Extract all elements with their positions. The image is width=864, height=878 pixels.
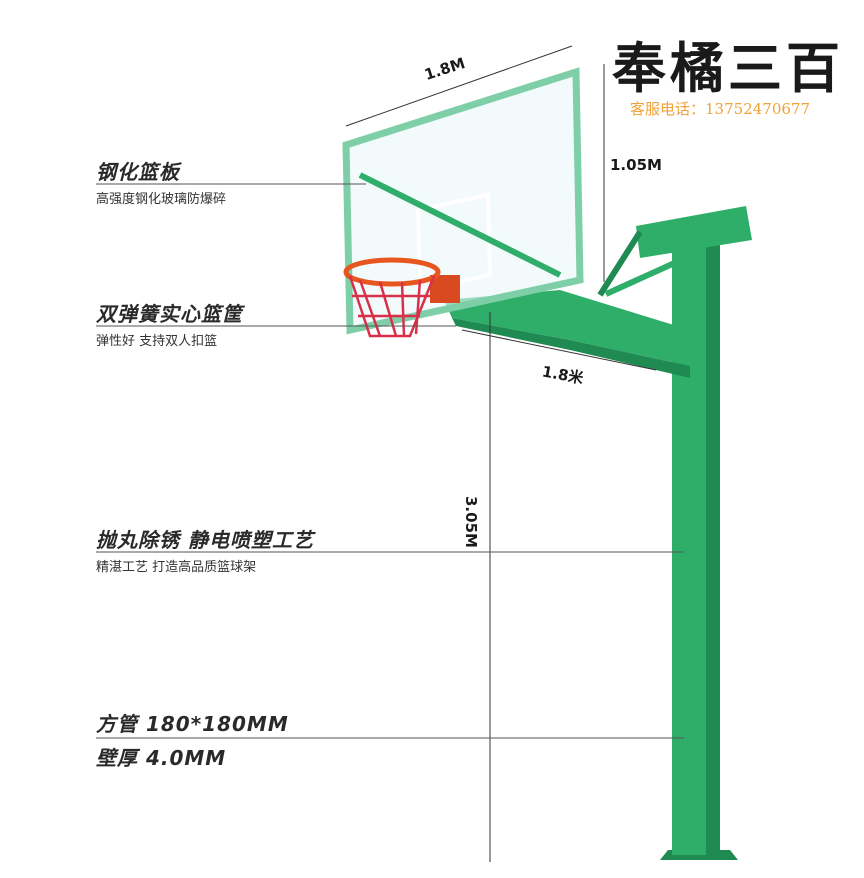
pole-top-cap [636, 206, 752, 258]
rim-bracket [430, 275, 460, 303]
extension-arm-shade [452, 318, 690, 378]
feature-sub-backboard: 高强度钢化玻璃防爆碎 [96, 192, 227, 207]
extension-arm [444, 290, 690, 366]
feature-title-backboard: 钢化篮板 [96, 160, 180, 184]
brace-rod-2 [604, 253, 692, 297]
dim-rim-height: 3.05M [462, 496, 480, 548]
main-pole-shade [706, 240, 720, 855]
dim-line-board-width [345, 45, 573, 127]
feature-title-coating: 抛丸除锈 静电喷塑工艺 [96, 528, 314, 552]
net [348, 275, 436, 338]
dim-board-height: 1.05M [610, 156, 662, 174]
phone-number: 13752470677 [705, 100, 810, 118]
dim-line-arm-length [461, 329, 657, 371]
brace-rod [597, 230, 643, 297]
phone-label: 客服电话： [630, 100, 706, 118]
rim [343, 257, 441, 287]
feature-title-rim: 双弹簧实心篮筐 [96, 302, 243, 326]
backboard-diagonal-rod [358, 172, 562, 278]
brand-name: 奉橘三百 [612, 36, 844, 100]
feature-title-wall: 壁厚 4.0MM [96, 746, 227, 770]
feature-sub-rim: 弹性好 支持双人扣篮 [96, 334, 218, 349]
feature-title-tube: 方管 180*180MM [96, 712, 289, 736]
feature-sub-coating: 精湛工艺 打造高品质篮球架 [96, 560, 257, 575]
brand-phone: 客服电话：13752470677 [630, 98, 810, 119]
